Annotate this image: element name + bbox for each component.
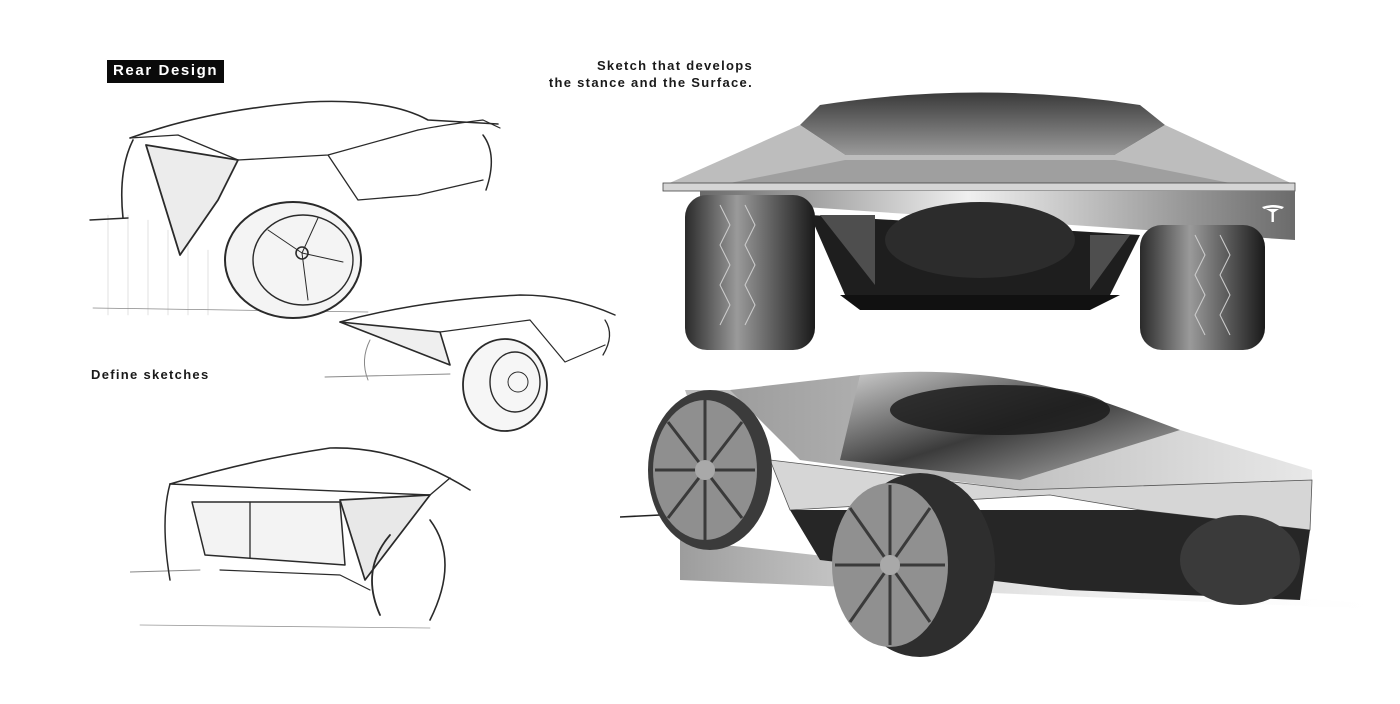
board-caption: Sketch that develops the stance and the …	[520, 57, 753, 91]
pencil-sketch-rear-low	[130, 447, 471, 629]
rendered-sketch-rear-view	[662, 92, 1296, 350]
pencil-sketch-rear-three-quarter-small	[324, 294, 616, 432]
section-label: Define sketches	[91, 367, 210, 382]
tesla-logo-icon	[1262, 205, 1284, 222]
rendered-sketch-rear-three-quarter	[620, 371, 1400, 657]
caption-line-1: Sketch that develops	[596, 58, 753, 73]
pencil-sketch-rear-three-quarter-large	[89, 100, 501, 319]
caption-line-2: the stance and the Surface.	[548, 75, 753, 90]
board-title: Rear Design	[107, 60, 225, 83]
